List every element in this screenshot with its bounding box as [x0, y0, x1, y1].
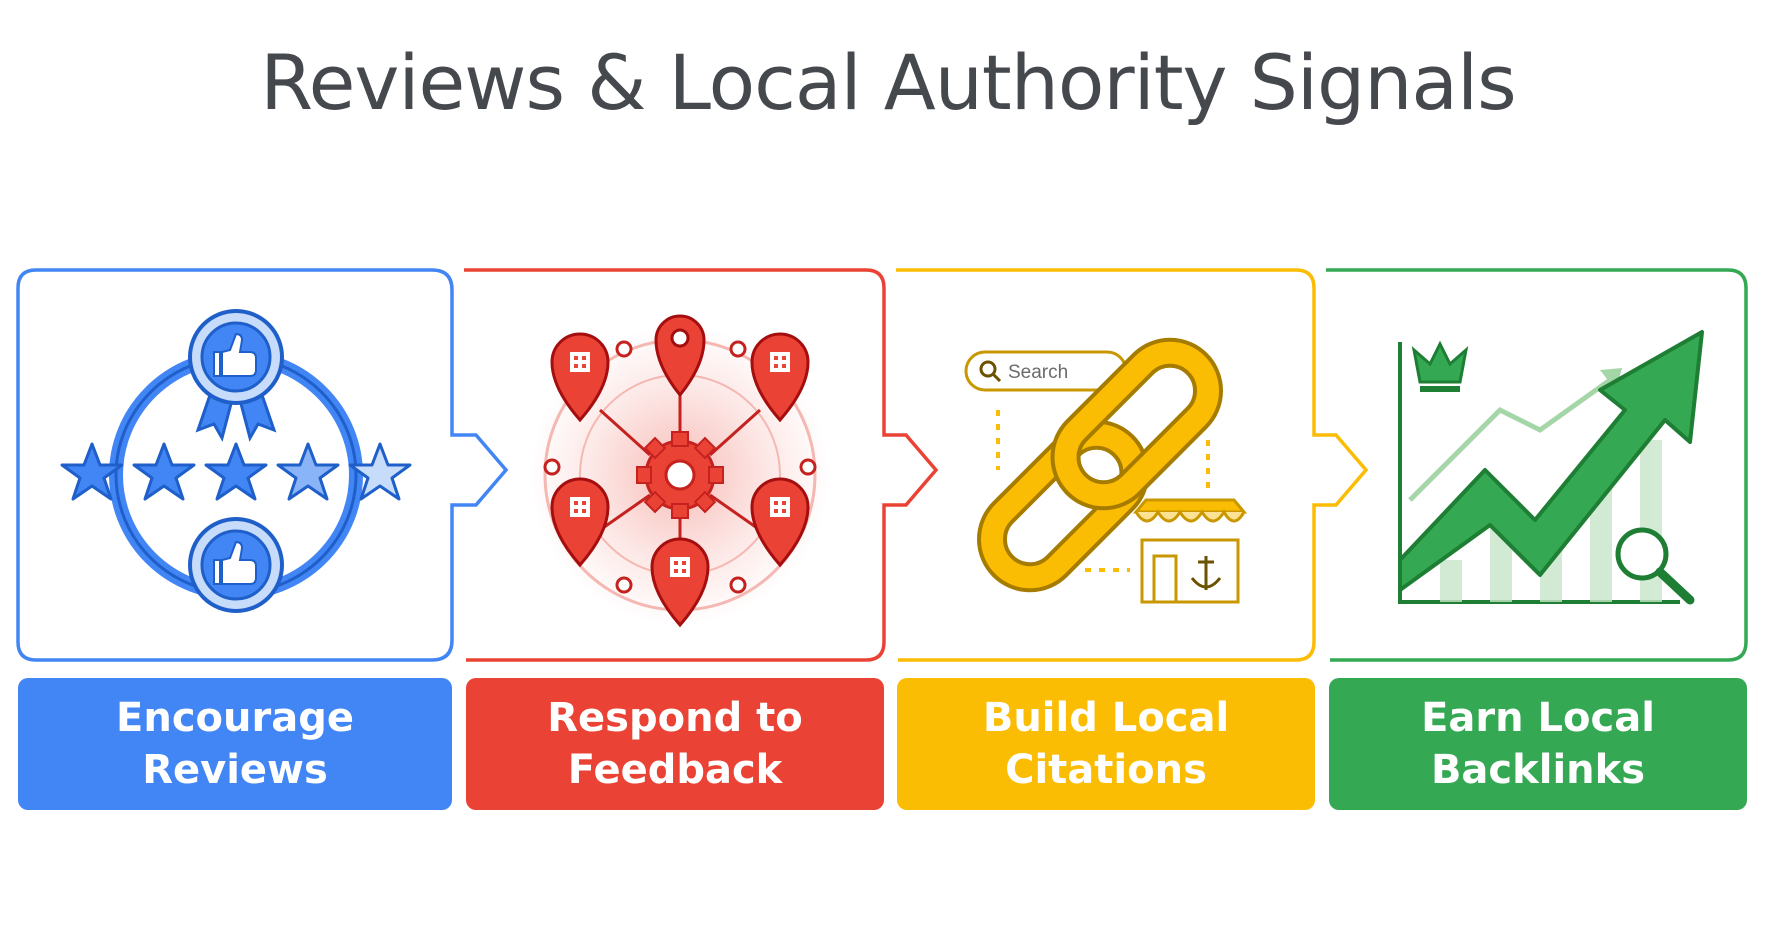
search-bar: Search: [964, 350, 1128, 392]
stars-and-thumbs-up-icon: [60, 309, 412, 613]
step-label-line: Backlinks: [1430, 747, 1646, 793]
panel-3-outline: [896, 268, 1369, 662]
step-label-line: Feedback: [567, 747, 783, 793]
location-network-gear-icon: [530, 314, 830, 628]
step-label-line: Citations: [1005, 747, 1207, 793]
panel-4-outline: [1326, 268, 1748, 662]
gear-icon: [636, 431, 724, 519]
step-label-line: Earn Local: [1421, 695, 1655, 741]
panel-1-outline: [16, 268, 509, 662]
step-label-earn-local-backlinks: Earn Local Backlinks: [1329, 678, 1747, 810]
store-icon: [1132, 498, 1248, 604]
page-title: Reviews & Local Authority Signals: [260, 38, 1516, 127]
panel-2-outline: [464, 268, 939, 662]
location-pin-icon: [550, 477, 610, 568]
growth-arrow-icon: [1398, 330, 1704, 592]
step-label-line: Encourage: [116, 695, 354, 741]
step-label-build-local-citations: Build Local Citations: [897, 678, 1315, 810]
location-pin-icon: [550, 332, 610, 423]
step-label-line: Build Local: [982, 695, 1230, 741]
location-pin-icon: [750, 332, 810, 423]
location-pin-icon: [750, 477, 810, 568]
star-icon: [348, 442, 412, 501]
step-label-line: Respond to: [547, 695, 803, 741]
search-bar-text: Search: [1008, 362, 1068, 383]
chain-link-search-store-icon: Search: [964, 337, 1248, 604]
star-icon: [276, 442, 340, 501]
star-icon: [132, 442, 196, 501]
magnifier-icon: [1615, 527, 1695, 605]
growth-arrow-crown-icon: [1398, 330, 1704, 605]
step-label-respond-to-feedback: Respond to Feedback: [466, 678, 884, 810]
crown-icon: [1411, 340, 1469, 384]
step-label-line: Reviews: [142, 747, 328, 793]
step-label-encourage-reviews: Encourage Reviews: [18, 678, 452, 810]
star-icon: [204, 442, 268, 501]
star-icon: [60, 442, 124, 501]
chain-link-icon: [976, 337, 1224, 593]
location-pin-icon: [650, 537, 710, 628]
location-pin-icon: [654, 314, 706, 398]
